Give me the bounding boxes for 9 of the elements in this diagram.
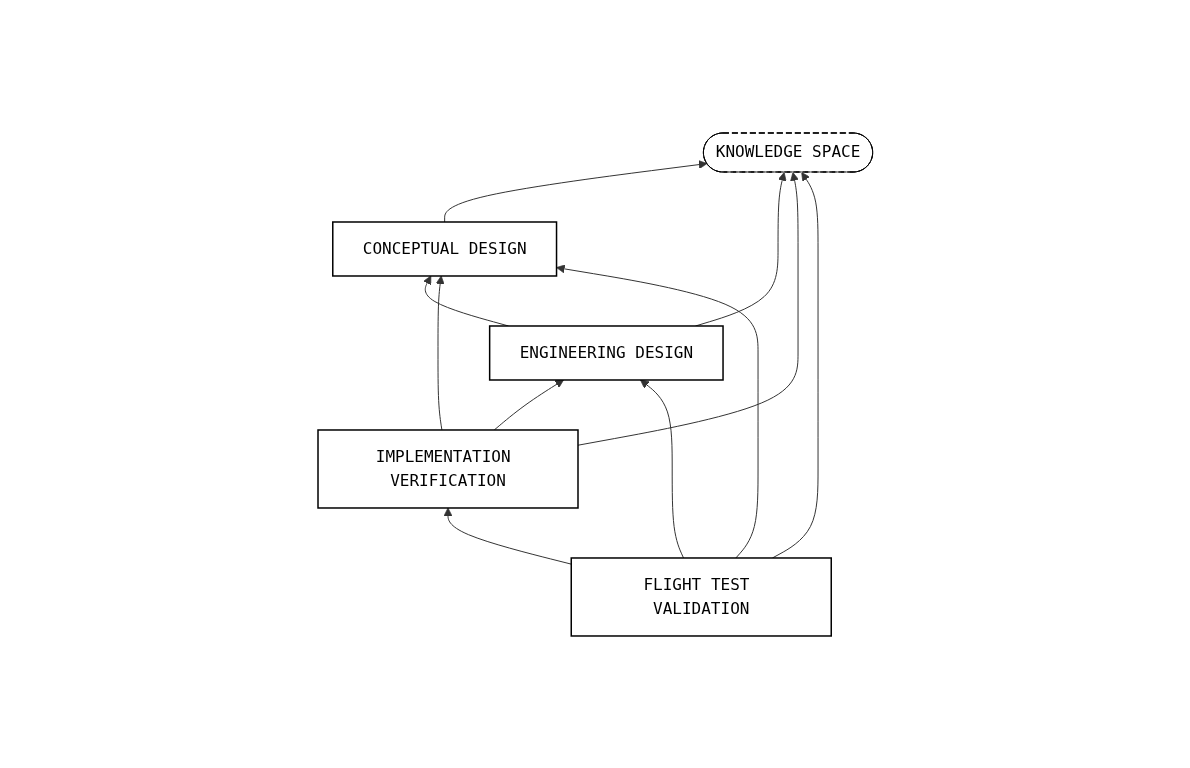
arrow [577,171,799,446]
arrow [639,379,684,558]
node-box: FLIGHT TEST VALIDATION [570,556,832,637]
node-box: IMPLEMENTATION VERIFICATION [316,428,579,509]
arrow [493,379,564,430]
node-box: ENGINEERING DESIGN [488,324,724,381]
node-box: CONCEPTUAL DESIGN [331,220,557,277]
arrow [443,159,708,222]
arrow [435,275,445,430]
